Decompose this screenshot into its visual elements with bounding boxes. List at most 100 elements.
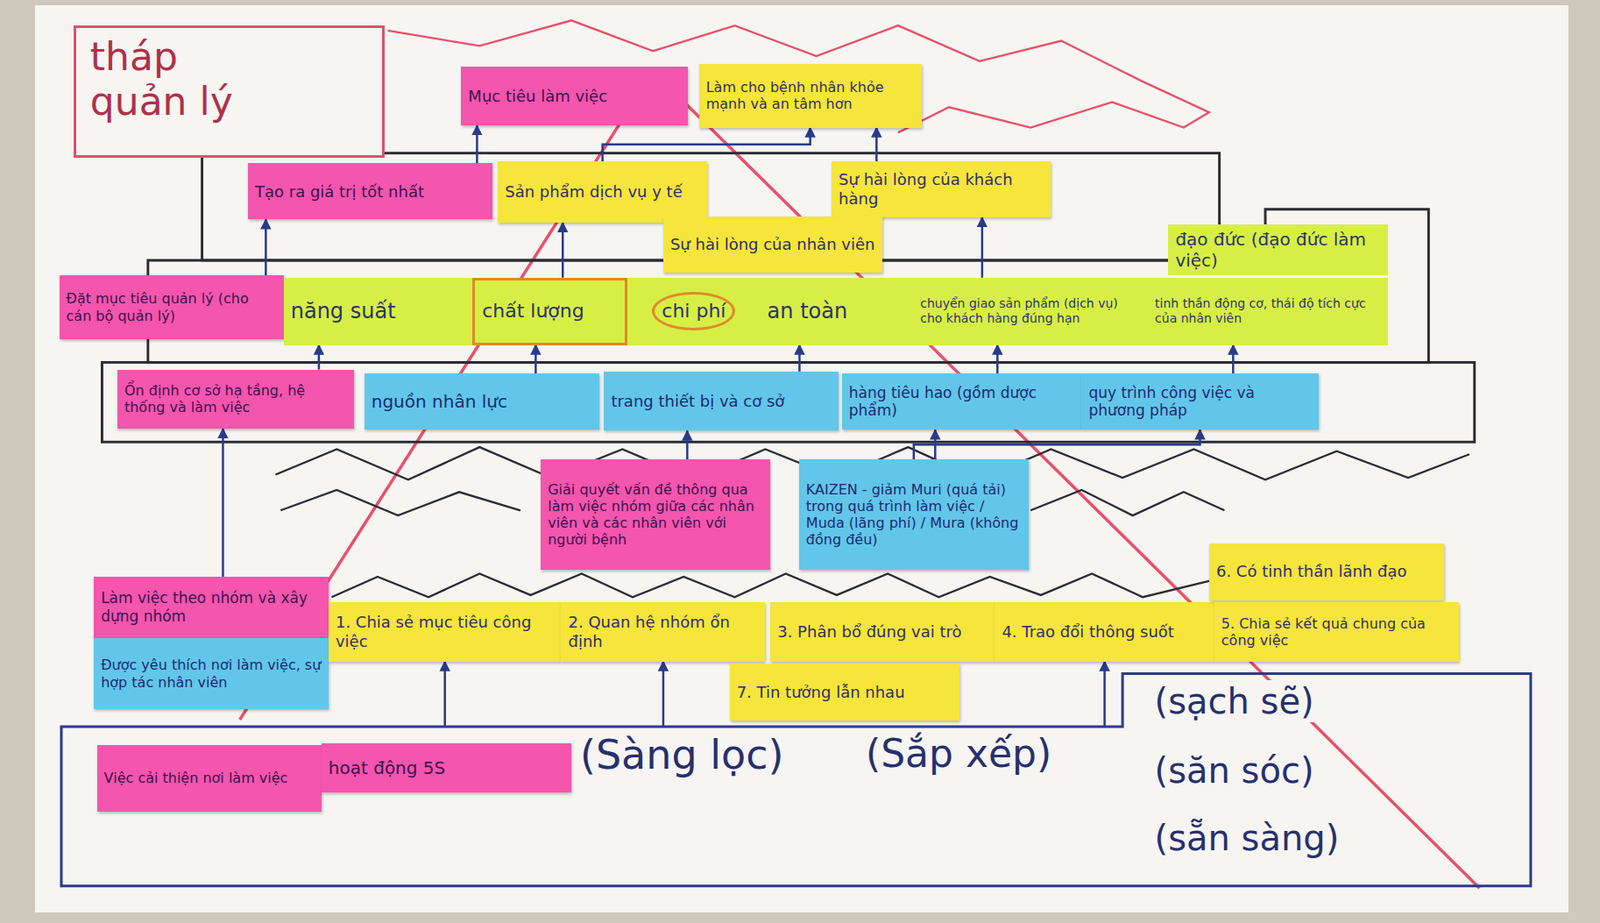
sticky-note: 4. Trao đổi thông suốt [994,601,1214,662]
note-text: Giải quyết vấn đề thông qua làm việc nhó… [547,481,764,549]
note-text: quy trình công việc và phương pháp [1088,383,1311,420]
arrow-connector [875,127,878,162]
arrow-connector [913,429,1201,460]
note-text: Làm cho bệnh nhân khỏe mạnh và an tâm hơ… [706,78,915,113]
note-text: Ổn định cơ sở hạ tầng, hệ thống và làm v… [124,382,347,416]
note-text: 4. Trao đổi thông suốt [1001,622,1207,642]
sticky-note: 2. Quan hệ nhóm ổn định [560,601,765,662]
wave-line [331,573,1214,597]
sticky-note: an toàn [760,277,914,346]
note-text: 2. Quan hệ nhóm ổn định [567,612,758,651]
handwritten-step: (sạch sẽ) [1151,679,1318,723]
note-text: 7. Tin tưởng lẫn nhau [736,682,953,702]
sticky-note: nguồn nhân lực [364,373,600,430]
note-text: Sự hài lòng của nhân viên [670,234,876,255]
diagram-title: tháp quản lý [90,35,279,124]
sticky-note: Làm việc theo nhóm và xây dựng nhóm [93,576,329,638]
note-text: nguồn nhân lực [371,390,593,412]
zigzag-line [1030,489,1225,516]
paper-sheet [35,5,1569,913]
improvement-band: (Sàng lọc)(Sắp xếp)(sạch sẽ)(săn sóc)(sẵ… [61,726,1531,886]
sticky-note: KAIZEN - giảm Muri (quá tải) trong quá t… [799,459,1029,570]
note-text: 5. Chia sẻ kết quả chung của công việc [1221,615,1452,649]
note-text: đạo đức (đạo đức làm việc) [1175,228,1381,271]
note-text: Đặt mục tiêu quản lý (cho cán bộ quản lý… [66,290,277,324]
note-text: 3. Phân bổ đúng vai trò [777,622,988,642]
sticky-note: hàng tiêu hao (gồm dược phẩm) [842,373,1083,430]
note-text: Mục tiêu làm việc [467,86,681,107]
sticky-note: chi phí [627,277,760,346]
note-text: Sự hài lòng của khách hàng [838,169,1044,208]
arrow-connector [443,661,447,728]
zigzag-line [280,489,521,516]
sticky-note: chất lượng [472,277,628,346]
sticky-note: tinh thần động cơ, thái độ tích cực của … [1147,277,1388,346]
arrow-connector [264,219,268,276]
sticky-note: 6. Có tinh thần lãnh đạo [1209,543,1445,601]
arrow-connector [1231,345,1235,375]
sticky-note: Sự hài lòng của khách hàng [831,161,1051,218]
sticky-note: Sản phẩm dịch vụ y tế [497,161,708,223]
arrow-connector [221,428,225,577]
arrow-connector [996,345,999,375]
note-text: Việc cải thiện nơi làm việc [104,769,315,786]
sticky-note: 5. Chia sẻ kết quả chung của công việc [1214,601,1459,662]
note-text: KAIZEN - giảm Muri (quá tải) trong quá t… [806,481,1022,549]
note-text: an toàn [767,298,907,325]
note-text: 1. Chia sẻ mục tiêu công việc [335,612,555,651]
handwritten-step: (săn sóc) [1151,749,1318,792]
sticky-note: Đặt mục tiêu quản lý (cho cán bộ quản lý… [59,275,284,339]
red-scribble [388,20,1210,133]
arrow-connector [686,430,689,460]
sticky-note: Làm cho bệnh nhân khỏe mạnh và an tâm hơ… [699,63,922,128]
note-text: chất lượng [481,299,618,323]
arrow-connector [602,127,811,162]
handwritten-step: (sẵn sàng) [1151,816,1344,859]
sticky-note: trang thiết bị và cơ sở [603,371,839,432]
arrow-connector [798,345,801,372]
sticky-note: quy trình công việc và phương pháp [1081,373,1318,430]
note-text: Tạo ra giá trị tốt nhất [254,182,486,202]
note-text: năng suất [290,298,466,325]
sticky-note: chuyển giao sản phẩm (dịch vụ) cho khách… [913,277,1148,346]
level-frame [202,153,1220,261]
note-text: Làm việc theo nhóm và xây dựng nhóm [100,588,322,625]
sticky-note: 1. Chia sẻ mục tiêu công việc [328,601,562,662]
sticky-note: 3. Phân bổ đúng vai trò [770,601,995,662]
level-frame [101,361,1474,442]
note-text: tinh thần động cơ, thái độ tích cực của … [1154,296,1381,326]
band-outline-group [61,673,1531,886]
note-text: chi phí [651,291,736,331]
sticky-note: Sự hài lòng của nhân viên [663,216,883,273]
handwritten-step: (Sắp xếp) [862,730,1055,778]
band-border [61,673,1531,886]
sticky-note: năng suất [283,277,473,346]
handwritten-step: (Sàng lọc) [576,730,787,779]
sticky-note: 7. Tin tưởng lẫn nhau [729,663,960,721]
note-text: hàng tiêu hao (gồm dược phẩm) [849,383,1076,420]
arrow-connector [1103,661,1106,728]
note-text: chuyển giao sản phẩm (dịch vụ) cho khách… [920,296,1141,326]
arrow-connector [318,345,321,370]
note-text: 6. Có tinh thần lãnh đạo [1216,561,1438,581]
level-frame [148,209,1429,363]
arrow-connector [534,345,538,375]
note-text: Sản phẩm dịch vụ y tế [504,182,701,202]
sticky-note: Giải quyết vấn đề thông qua làm việc nhó… [540,459,771,570]
arrow-connector [662,661,666,728]
sticky-note: Ổn định cơ sở hạ tầng, hệ thống và làm v… [117,369,354,430]
note-text: trang thiết bị và cơ sở [610,391,832,411]
note-text: Được yêu thích nơi làm việc, sự hợp tác … [100,656,322,690]
sticky-note: Tạo ra giá trị tốt nhất [247,162,493,220]
sticky-note: hoạt động 5S [321,743,572,793]
sticky-note: Được yêu thích nơi làm việc, sự hợp tác … [93,637,329,710]
arrow-connector [981,217,985,278]
sticky-note: đạo đức (đạo đức làm việc) [1168,224,1388,276]
title-box: tháp quản lý [73,25,385,158]
sticky-note: Việc cải thiện nơi làm việc [97,744,322,812]
sticky-note: Mục tiêu làm việc [460,66,688,127]
note-text: hoạt động 5S [328,757,565,779]
arrow-connector [561,222,565,278]
arrow-connector [475,125,479,163]
